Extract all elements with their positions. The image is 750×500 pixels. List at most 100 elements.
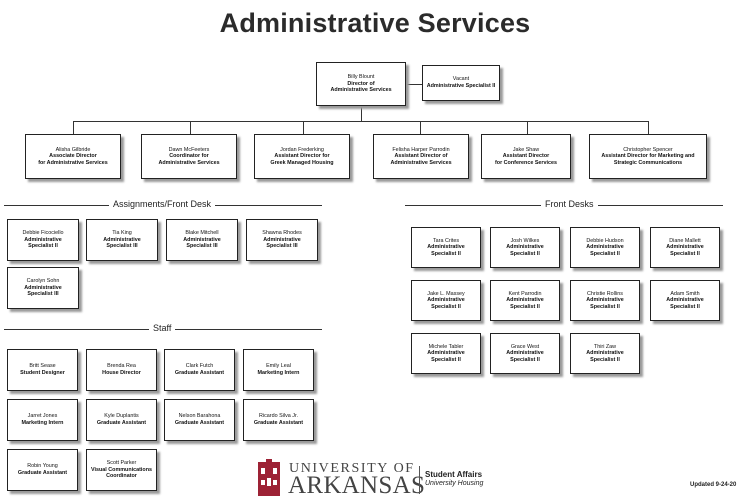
person-role: House Director (102, 370, 141, 376)
connector (73, 121, 74, 134)
person-name: Felisha Harper Parrodin (392, 146, 450, 153)
person-role: Student Designer (20, 370, 65, 376)
person-role: Associate Director for Administrative Se… (38, 153, 108, 166)
person-name: Josh Wilkes (510, 237, 540, 244)
arkansas-text: ARKANSAS (288, 472, 426, 499)
person-role: Marketing Intern (21, 420, 64, 426)
updated-date: Updated 9-24-20 (690, 482, 737, 488)
person-name: Thiri Zaw (593, 343, 617, 350)
section-front-desks: Front Desks (541, 199, 598, 209)
person-role: Administrative Specialist II (586, 297, 624, 310)
person-name: Jarret Jones (27, 413, 58, 420)
person-name: Tia King (112, 230, 132, 237)
person-role: Administrative Specialist II (506, 297, 544, 310)
person-role: Administrative Specialist II (506, 350, 544, 363)
director-role: Director of Administrative Services (330, 80, 392, 94)
person-name: Blake Mitchell (185, 230, 219, 237)
old-main-icon (258, 459, 280, 496)
person-role: Administrative Specialist II (586, 244, 624, 257)
staff-box: Ricardo Silva Jr.Graduate Assistant (243, 399, 314, 441)
person-name: Ricardo Silva Jr. (259, 413, 298, 420)
person-role: Administrative Specialist III (103, 236, 141, 250)
person-role: Administrative Specialist III (24, 284, 62, 298)
person-name: Diane Mallett (669, 237, 701, 244)
person-role: Assistant Director for Conference Servic… (494, 153, 558, 166)
page-title: Administrative Services (219, 8, 531, 38)
director-box: Billy Blount Director of Administrative … (316, 62, 406, 106)
person-role: Graduate Assistant (174, 420, 225, 426)
person-name: Emily Leal (266, 363, 291, 370)
person-name: Christopher Spencer (623, 146, 673, 153)
director-name: Billy Blount (347, 74, 375, 81)
person-role: Administrative Specialist II (586, 350, 624, 363)
person-name: Michele Tabler (428, 343, 464, 350)
person-name: Kent Parrodin (508, 290, 542, 297)
person-role: Administrative Specialist II (24, 236, 62, 250)
person-role: Administrative Specialist II (666, 297, 704, 310)
person-name: Jordan Frederking (280, 146, 324, 153)
person-name: Nelson Barahona (178, 413, 221, 420)
person-name: Debbie Ficociello (22, 230, 64, 237)
person-name: Debbie Hudson (586, 237, 624, 244)
person-name: Kyle Duplantis (104, 413, 139, 420)
person-role: Administrative Specialist III (183, 236, 221, 250)
connector (420, 121, 421, 134)
connector (73, 121, 648, 122)
person-role: Graduate Assistant (174, 370, 225, 376)
person-name: Grace West (510, 343, 540, 350)
vacant-box: Vacant Administrative Specialist II (422, 65, 500, 101)
university-logo (258, 459, 280, 496)
section-staff: Staff (149, 323, 176, 333)
person-name: Carolyn Sohn (26, 278, 60, 285)
person-name: Jake L. Massey (427, 290, 465, 297)
person-role: Visual Communications Coordinator (90, 466, 152, 480)
connector (648, 121, 649, 134)
person-role: Graduate Assistant (17, 470, 68, 476)
person-name: Robin Young (27, 463, 58, 470)
person-role: Administrative Specialist II (427, 350, 465, 363)
connector (406, 84, 422, 85)
university-of-text: UNIVERSITY OF (289, 461, 415, 476)
person-name: Shawna Rhodes (262, 230, 302, 237)
person-role: Administrative Specialist II (427, 297, 465, 310)
connector (190, 121, 191, 134)
person-name: Brenda Rea (107, 363, 136, 370)
connector (527, 121, 528, 134)
person-role: Graduate Assistant (96, 420, 147, 426)
connector (361, 106, 362, 121)
person-role: Graduate Assistant (253, 420, 304, 426)
person-role: Assistant Director of Administrative Ser… (390, 153, 452, 166)
person-name: Tara Crites (432, 237, 460, 244)
section-assignments: Assignments/Front Desk (109, 199, 216, 209)
vacant-role: Administrative Specialist II (426, 83, 496, 89)
person-role: Administrative Specialist II (506, 244, 544, 257)
person-name: Adam Smith (670, 290, 700, 297)
person-role: Administrative Specialist II (666, 244, 704, 257)
person-role: Marketing Intern (257, 370, 300, 376)
person-role: Administrative Specialist II (427, 244, 465, 257)
